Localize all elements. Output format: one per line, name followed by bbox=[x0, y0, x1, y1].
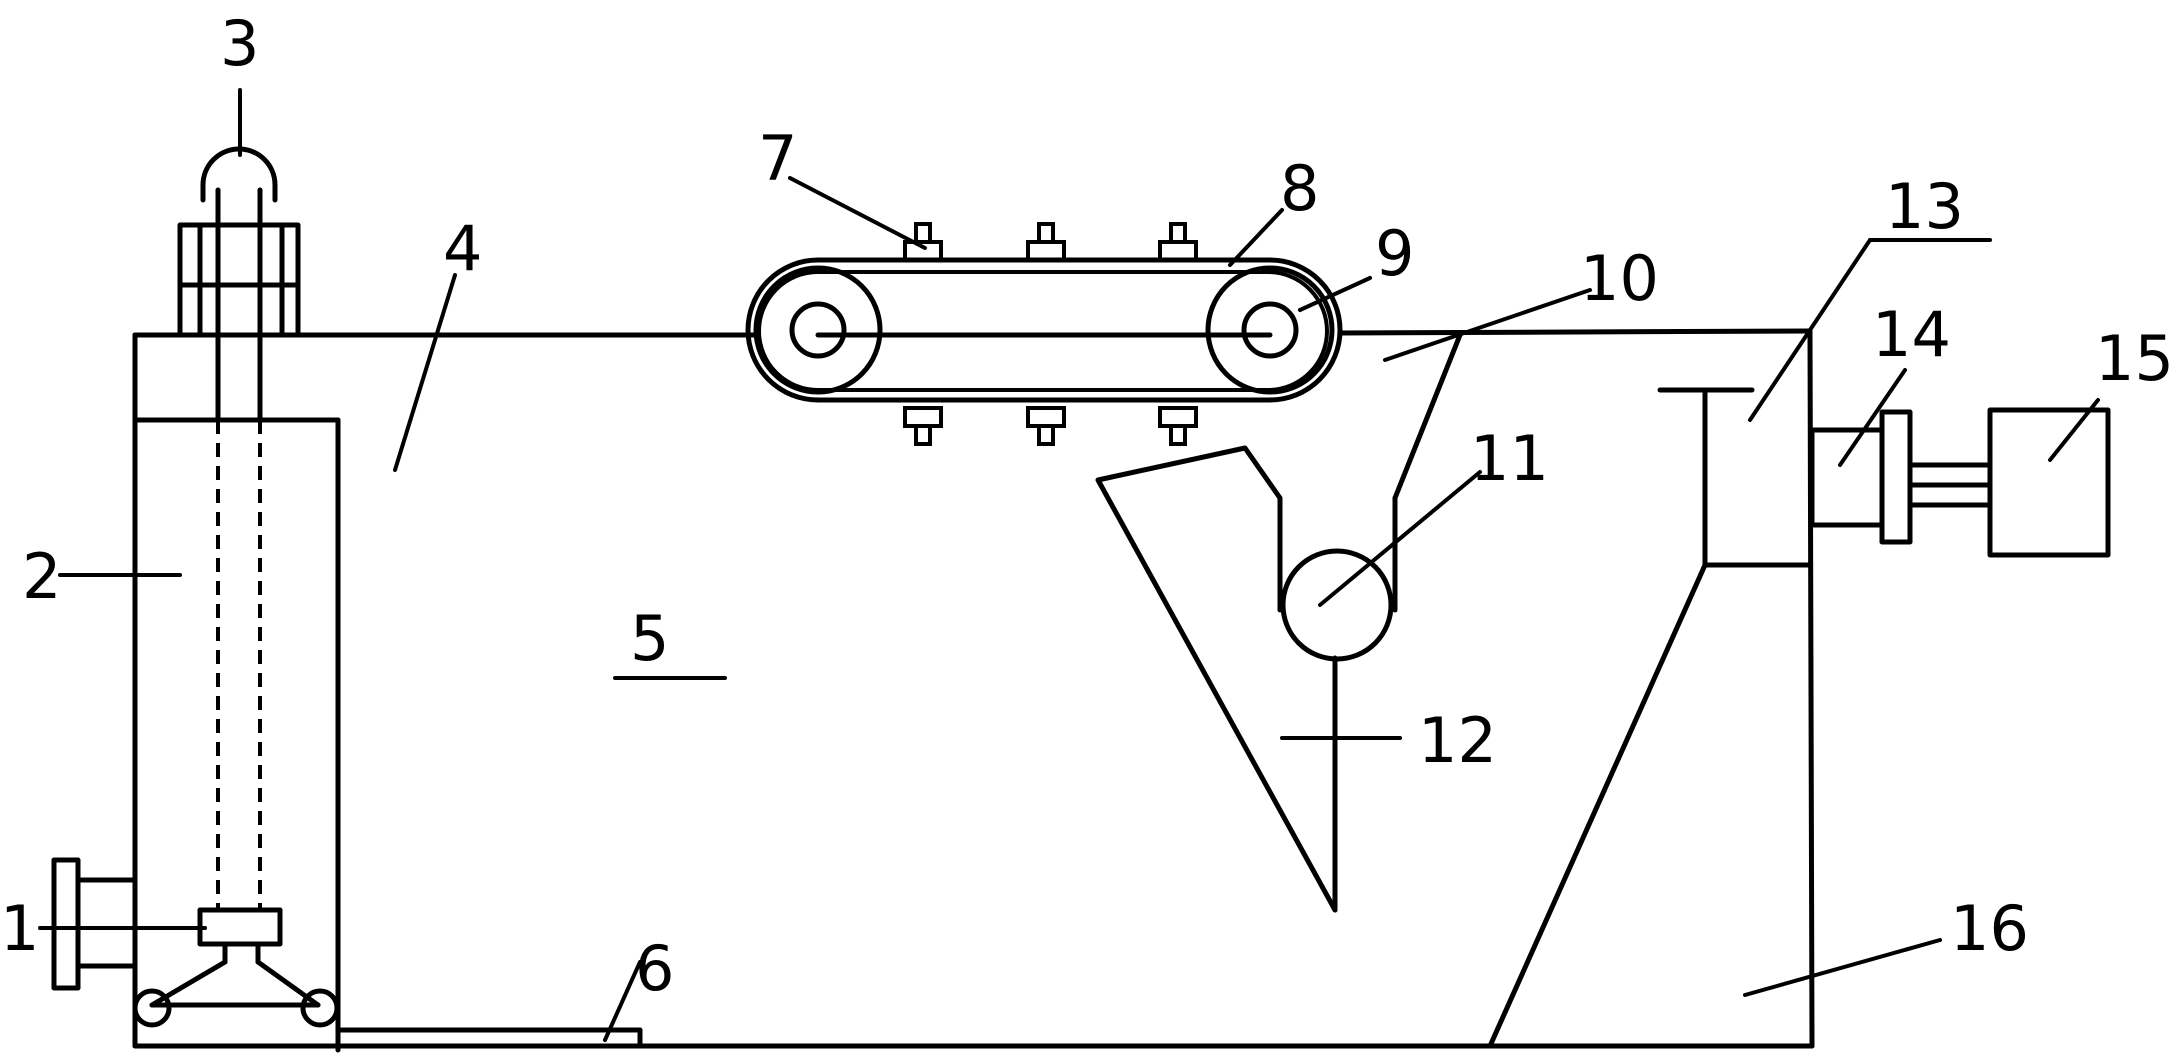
label-3: 3 bbox=[220, 7, 259, 80]
label-15: 15 bbox=[2095, 322, 2174, 395]
left-roller bbox=[753, 265, 883, 395]
right-chamber bbox=[1487, 387, 1813, 1049]
conveyor-belt bbox=[745, 257, 1343, 403]
motor-box bbox=[1907, 407, 2111, 558]
label-14: 14 bbox=[1872, 298, 1951, 371]
label-4: 4 bbox=[443, 212, 482, 285]
label-6: 6 bbox=[635, 932, 674, 1005]
label-7: 7 bbox=[758, 122, 797, 195]
bottom-outlet bbox=[335, 1027, 643, 1049]
vertical-pipe bbox=[177, 146, 301, 910]
label-9: 9 bbox=[1375, 217, 1414, 290]
inlet-flange bbox=[51, 857, 138, 991]
label-11: 11 bbox=[1470, 422, 1549, 495]
right-flange bbox=[1809, 409, 1913, 545]
inclined-chute bbox=[1392, 332, 1463, 613]
leader-lines bbox=[38, 88, 2100, 1042]
label-1: 1 bbox=[0, 892, 39, 965]
left-chamber bbox=[132, 417, 341, 1053]
right-roller bbox=[1205, 265, 1335, 395]
reference-numerals: 1 2 3 4 5 6 7 8 9 10 11 12 13 14 15 16 bbox=[0, 7, 2174, 1005]
label-10: 10 bbox=[1580, 242, 1659, 315]
belt-scrapers bbox=[903, 222, 1198, 446]
label-13: 13 bbox=[1885, 170, 1964, 243]
label-2: 2 bbox=[22, 540, 61, 613]
hopper bbox=[1095, 445, 1394, 913]
main-tank bbox=[132, 328, 1815, 1049]
label-5: 5 bbox=[630, 602, 669, 675]
label-8: 8 bbox=[1280, 152, 1319, 225]
label-16: 16 bbox=[1950, 892, 2029, 965]
label-12: 12 bbox=[1418, 704, 1497, 777]
pulley bbox=[1280, 548, 1394, 662]
